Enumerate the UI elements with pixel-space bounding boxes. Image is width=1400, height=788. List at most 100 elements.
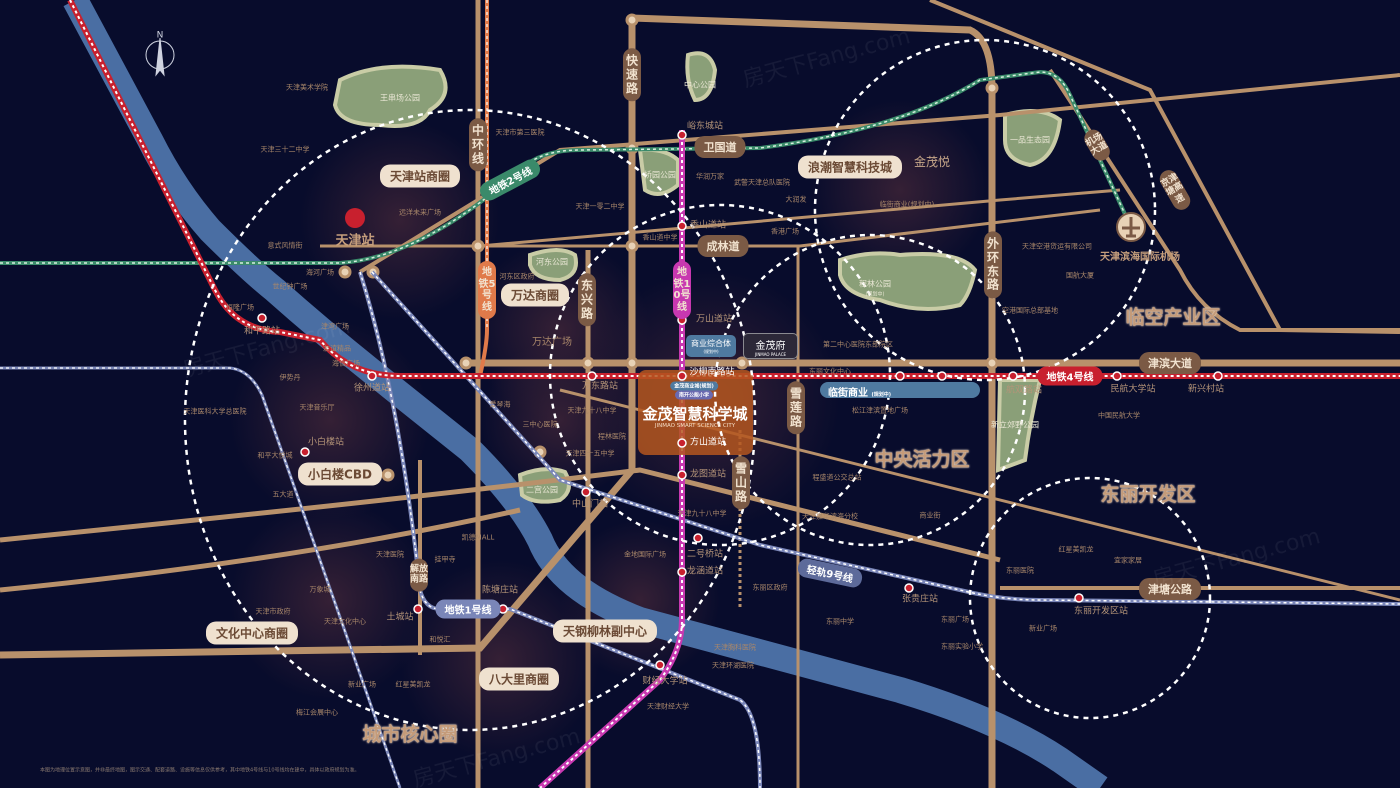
poi-label: 天津音乐厅 [299,403,335,412]
poi-label: 河东区政府 [499,272,535,281]
railway-station-icon [345,208,365,228]
park-label: 河东公园 [536,257,568,267]
street-commercial-sub: (规划中) [871,392,892,398]
poi-label: 红星美凯龙 [1058,545,1094,554]
poi-label: 金地国际广场 [624,550,666,559]
poi-label: 天津九十八中学 [567,406,617,415]
poi-label: 意式风情街 [267,241,303,250]
park-label: 程林公园 [859,279,891,289]
circle-badali: 八大里商圈 [478,667,560,691]
park-label: 中心公园 [684,80,716,90]
station-label: 龙涵道站 [686,566,724,577]
poi-label: 东丽区政府 [752,583,788,592]
station-label: 徐州道站 [353,383,391,394]
poi-label: 万象城 [309,585,331,594]
park-label: 新立郊野公园 [991,420,1039,430]
disclaimer: 本图为地理位置示意图，并非最终地图，图示交通、配套道路、设施等信息仅供参考，其中… [40,767,360,774]
poi-label: 第二中心医院东部院区 [823,340,893,349]
circle-tiangang: 天钢柳林副中心 [552,619,658,643]
road-dongxing: 东兴路 [578,273,596,327]
station-label: 小白楼站 [307,437,345,448]
station-label: 方山道站 [689,437,727,448]
circle-xiaobailou: 小白楼CBD [298,462,382,486]
poi-label: 东丽中学 [826,617,854,626]
poi-label: 友谊精品 [323,344,351,353]
park-label: 王串场公园 [380,93,420,103]
station-label: 万山道站 [695,314,733,325]
poi-label: 天津财经大学 [647,702,689,711]
poi-label: 恒隆广场 [226,303,254,312]
poi-label: 新业广场 [1029,624,1057,633]
district-airport: 临空产业区 [1125,306,1221,329]
station-label: 东丽开发区站 [1073,606,1129,617]
station-label: 沙柳南路站 [689,367,735,378]
poi-label: 海河广场 [306,268,334,277]
poi-label: 天津胸科医院 [714,643,756,652]
metro-line-2 [0,69,1132,265]
commercial-sub: (规划中) [703,349,719,354]
station-label: 民航大学站 [1110,384,1156,395]
poi-label: 程盛道公交总站 [812,473,862,482]
poi-label: 五大道 [272,490,294,499]
poi-label: 新业广场 [348,680,376,689]
poi-label: 天津文化中心 [324,617,366,626]
poi-label: 东丽实验小学 [941,642,983,651]
poi-label: 挂甲寺 [434,555,456,564]
station-label: 陈塘庄站 [481,585,519,596]
station-label: 土城站 [386,612,414,623]
poi-label: 世纪钟广场 [272,282,308,291]
poi-label: 空港国际总部基地 [1002,306,1058,315]
airport-label: 天津滨海国际机场 [1100,252,1180,263]
parks [332,51,1063,504]
commercial-complex-badge: 商业综合体(规划中) [686,335,736,357]
road-chenglin: 成林道 [697,235,749,257]
station-label: 张贵庄站 [901,594,939,605]
poi-label: 天津嘉华滨海分校 [802,512,858,521]
poi-label: 大润发 [785,195,807,204]
poi-label: 天津环湖医院 [712,661,754,670]
poi-label: 天津市政府 [255,607,291,616]
commercial-name: 商业综合体 [691,339,731,348]
station-label: 中山门站 [571,499,609,510]
poi-label: 天津医院 [376,550,404,559]
metro-line-5-label: 地铁5号线 [478,261,496,319]
jinmao-yue-label: 金茂悦 [913,155,951,169]
park-label: 一品生态园 [1010,135,1050,145]
poi-label: 海信广场 [332,359,360,368]
poi-label: 梅江会展中心 [296,708,338,717]
metro-line-4-label: 地铁4号线 [1037,366,1103,386]
project-name: 金茂智慧科学城 [642,404,748,423]
poi-label: 天津医科大学总医院 [183,407,247,416]
road-jinbin: 津滨大道 [1139,352,1201,374]
poi-label: 华润万家 [696,172,724,181]
poi-label: 临街商业(规划中) [879,200,935,209]
poi-label: 三中心医院 [522,420,558,429]
tianjin-station-label: 天津站 [335,233,375,249]
project-label[interactable]: 金茂智慧科学城 JINMAO SMART SCIENCE CITY [642,406,747,429]
project-name-en: JINMAO SMART SCIENCE CITY [654,422,736,429]
poi-label: 天津空港货运有限公司 [1022,242,1092,251]
station-label: 二号桥站 [686,549,724,560]
poi-label: 天津美术学院 [286,83,328,92]
poi-label: 松江津滨置地广场 [852,406,908,415]
street-commercial-badge: 临街商业 (规划中) [820,382,980,399]
park-label-sub: (规划中) [865,291,885,298]
compass-north-label: N [156,30,164,41]
circle-wanda: 万达商圈 [500,283,570,307]
poi-label: 东丽文化中心 [809,367,851,376]
circle-inspur: 浪潮智慧科技城 [797,155,903,179]
road-xuelian: 雪莲路 [787,381,805,435]
road-zhonghuan: 中环线 [469,118,487,172]
palace-name: 金茂府 [755,341,786,352]
circle-tianjin-station: 天津站商圈 [379,164,461,188]
station-label: 万东路站 [581,381,619,392]
road-waihuan: 外环东路 [984,231,1002,299]
poi-label: 津湾广场 [321,322,349,331]
poi-label: 天津三十二中学 [260,145,310,154]
park-label: 桥园公园 [644,170,676,180]
poi-label: 天津四十五中学 [565,449,615,458]
dashed-circles [183,38,1212,732]
district-glows [230,100,990,760]
